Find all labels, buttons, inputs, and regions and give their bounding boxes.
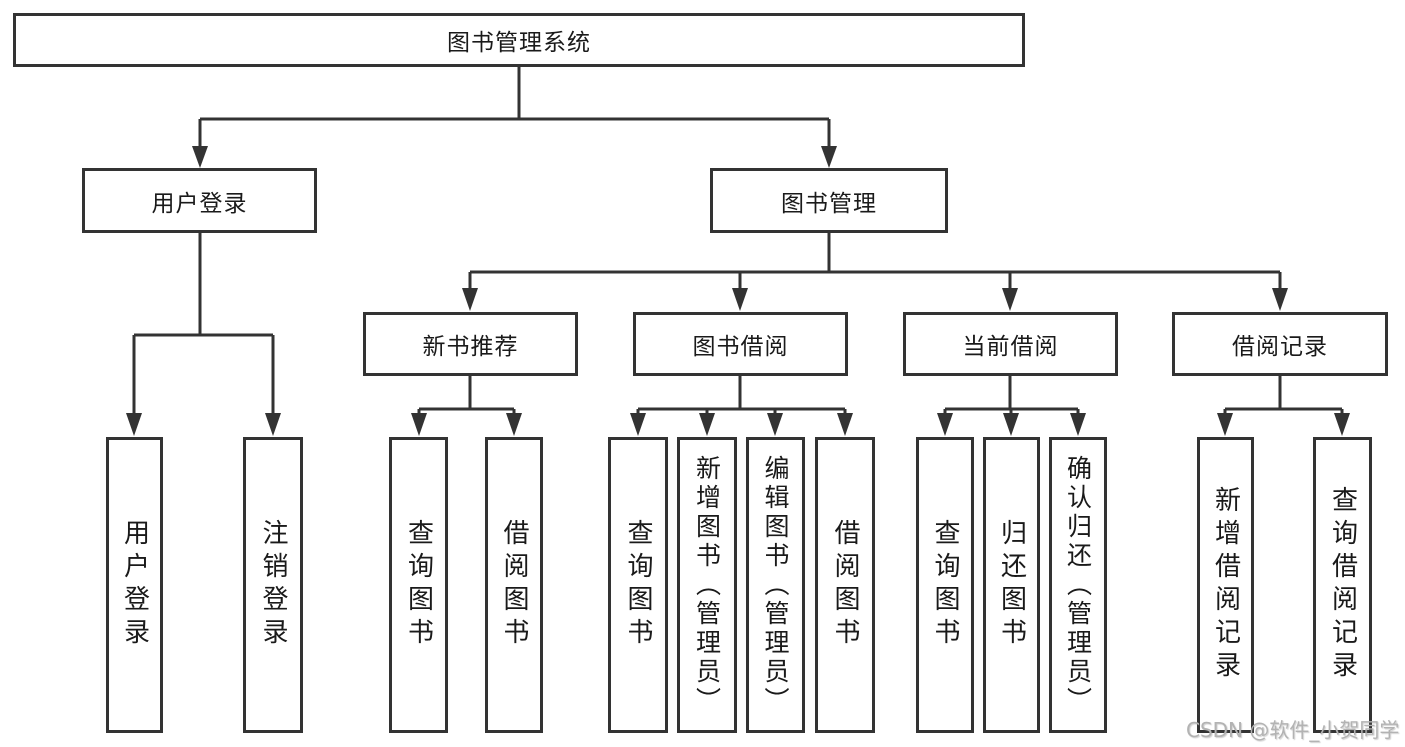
- leaf-confirm-return-admin: 确认归还（管理员）: [1049, 437, 1107, 733]
- leaf-logout: 注销登录: [243, 437, 303, 733]
- leaf-add-books-admin: 新增图书（管理员）: [677, 437, 737, 733]
- node-book-management: 图书管理: [710, 168, 948, 233]
- leaf-return-books: 归还图书: [983, 437, 1040, 733]
- leaf-add-borrow-record: 新增借阅记录: [1197, 437, 1254, 733]
- leaf-edit-books-admin: 编辑图书（管理员）: [746, 437, 805, 733]
- node-book-borrow: 图书借阅: [633, 312, 848, 376]
- node-new-book-recommend: 新书推荐: [363, 312, 578, 376]
- leaf-query-books-current: 查询图书: [916, 437, 974, 733]
- node-current-borrow: 当前借阅: [903, 312, 1118, 376]
- leaf-borrow-books-recommend: 借阅图书: [485, 437, 543, 733]
- leaf-query-borrow-record: 查询借阅记录: [1313, 437, 1372, 733]
- node-borrow-record: 借阅记录: [1172, 312, 1388, 376]
- csdn-watermark: CSDN @软件_小贺同学: [1186, 718, 1400, 742]
- leaf-user-login: 用户登录: [106, 437, 163, 733]
- arrowhead-icons: [126, 146, 1350, 436]
- node-root-system: 图书管理系统: [13, 13, 1025, 67]
- leaf-query-books-borrow: 查询图书: [608, 437, 668, 733]
- leaf-query-books-recommend: 查询图书: [389, 437, 448, 733]
- node-user-login: 用户登录: [82, 168, 317, 233]
- leaf-borrow-books: 借阅图书: [815, 437, 875, 733]
